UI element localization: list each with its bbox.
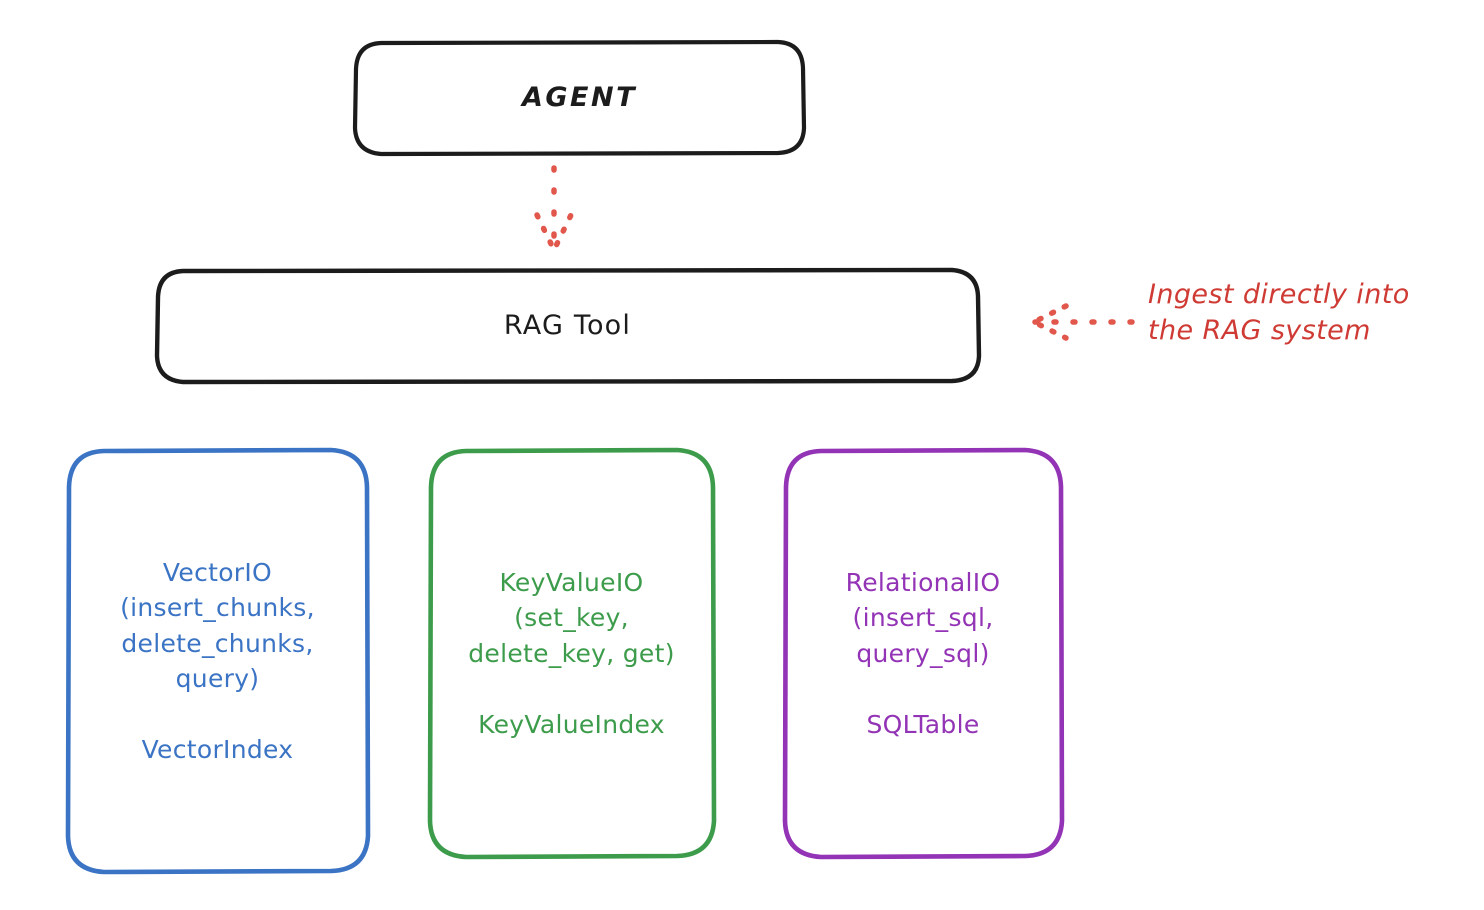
node-rag-tool[interactable]: RAG Tool: [156, 270, 979, 382]
node-relational-io-label: RelationalIO (insert_sql, query_sql) SQL…: [845, 567, 1001, 739]
node-rag-tool-label: RAG Tool: [503, 310, 632, 342]
annotation-ingest-directly: Ingest directly into the RAG system: [1148, 279, 1410, 346]
connector-ingest-to-rag-tool: [1031, 303, 1135, 341]
relational-io-box-outline[interactable]: [782, 447, 1065, 860]
node-vector-io[interactable]: VectorIO (insert_chunks, delete_chunks, …: [68, 450, 367, 872]
vector-io-box-outline[interactable]: [65, 447, 371, 875]
key-value-io-box-outline[interactable]: [427, 447, 717, 860]
node-agent[interactable]: AGENT: [355, 42, 804, 154]
node-relational-io[interactable]: RelationalIO (insert_sql, query_sql) SQL…: [785, 450, 1061, 857]
node-vector-io-label: VectorIO (insert_chunks, delete_chunks, …: [120, 557, 315, 765]
agent-box-outline[interactable]: [352, 39, 807, 157]
node-key-value-io[interactable]: KeyValueIO (set_key, delete_key, get) Ke…: [430, 450, 713, 857]
node-agent-label: AGENT: [521, 82, 637, 114]
rag-tool-box-outline[interactable]: [154, 267, 982, 385]
node-key-value-io-label: KeyValueIO (set_key, delete_key, get) Ke…: [468, 567, 675, 739]
connector-agent-to-rag-tool: [534, 165, 574, 253]
